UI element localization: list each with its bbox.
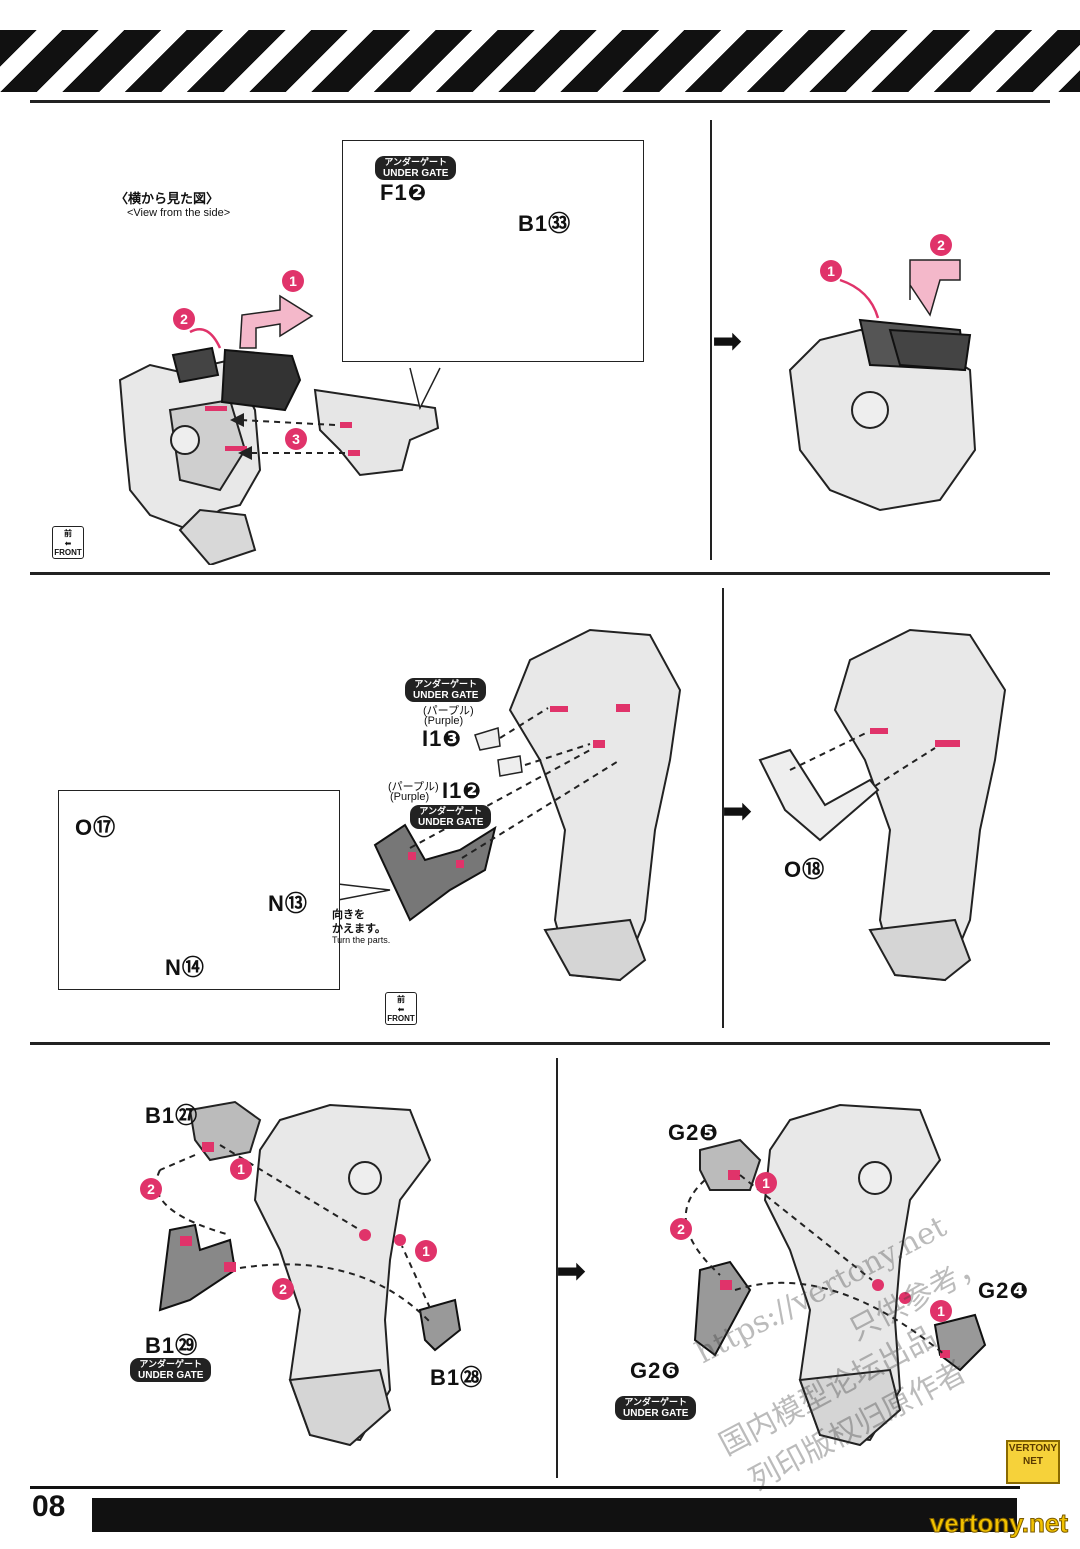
purple-label-en-2: (Purple) (390, 791, 430, 803)
turn-note-jp-1: 向きを (332, 909, 365, 921)
under-gate-jp: アンダーゲート (419, 806, 482, 816)
step-badge-2: 2 (930, 234, 952, 256)
front-indicator: 前⬅FRONT (385, 992, 417, 1025)
page-number: 08 (32, 1490, 66, 1523)
under-gate-en: UNDER GATE (383, 168, 449, 179)
arrow-left-icon: ⬅ (397, 1005, 405, 1014)
step-badge-2: 2 (670, 1218, 692, 1240)
under-gate-en: UNDER GATE (623, 1408, 689, 1419)
part-label-g2-4: G2❹ (978, 1278, 1029, 1303)
under-gate-jp: アンダーゲート (414, 679, 477, 689)
step2-result-illustration (758, 628, 1007, 982)
top-rule (30, 100, 1050, 103)
turn-note-en: Turn the parts. (332, 935, 391, 945)
header-hazard-stripe (0, 30, 1080, 92)
turn-note-jp-2: かえます。 (332, 923, 386, 935)
step4-illustration (684, 1103, 987, 1447)
under-gate-en: UNDER GATE (418, 817, 484, 828)
under-gate-jp: アンダーゲート (384, 157, 447, 167)
side-view-label-en: <View from the side> (127, 207, 231, 219)
vertony-logo: VERTONY NET (1006, 1440, 1060, 1484)
logo-bottom-text: NET (1023, 1456, 1043, 1467)
part-label-n13: N⑬ (268, 891, 308, 916)
front-en: FRONT (387, 1014, 415, 1023)
next-arrow-icon: ➡ (556, 1250, 587, 1291)
part-label-b1-29: B1㉙ (145, 1333, 199, 1358)
part-label-o17: O⑰ (75, 815, 117, 840)
part-label-i1-2: I1❷ (442, 778, 482, 803)
step-badge-3: 3 (285, 428, 307, 450)
front-indicator: 前⬅FRONT (52, 526, 84, 559)
step-badge-1b: 1 (415, 1240, 437, 1262)
step-badge-1: 1 (755, 1172, 777, 1194)
purple-label-jp: (パープル) (423, 705, 474, 717)
part-label-o18: O⑱ (784, 857, 826, 882)
front-jp: 前 (397, 995, 405, 1004)
step-badge-1: 1 (282, 270, 304, 292)
callout-box (58, 790, 340, 990)
part-label-n14: N⑭ (165, 955, 205, 980)
step1-result-illustration (788, 259, 977, 512)
brand-text: vertony.net (929, 1508, 1068, 1539)
arrow-left-icon: ⬅ (64, 539, 72, 548)
front-en: FRONT (54, 548, 82, 557)
step2-result-panel: O⑱ (750, 600, 1050, 1020)
footer-bar (92, 1498, 1017, 1532)
part-label-b1-33: B1㉝ (518, 211, 572, 236)
step3-illustration (155, 1100, 462, 1447)
step-badge-1: 1 (820, 260, 842, 282)
under-gate-jp: アンダーゲート (624, 1397, 687, 1407)
under-gate-en: UNDER GATE (413, 690, 479, 701)
under-gate-jp: アンダーゲート (139, 1359, 202, 1369)
panel-divider-3 (556, 1058, 558, 1478)
next-arrow-icon: ➡ (722, 790, 753, 831)
logo-top-text: VERTONY (1008, 1443, 1058, 1454)
panel-divider-1 (710, 120, 712, 560)
part-label-b1-28: B1㉘ (430, 1365, 484, 1390)
next-arrow-icon: ➡ (712, 320, 743, 361)
purple-label-en: (Purple) (424, 715, 464, 727)
part-label-g2-5: G2❺ (668, 1120, 719, 1145)
step1-result-panel: 1 2 (760, 220, 1050, 520)
section-divider-2 (30, 1042, 1050, 1045)
side-view-label-jp: 〈横から見た図〉 (115, 191, 220, 206)
part-label-i1-3: I1❸ (422, 726, 462, 751)
purple-label-jp-2: (パープル) (388, 781, 439, 793)
footer-rule (30, 1486, 1020, 1489)
part-label-b1-27: B1㉗ (145, 1103, 199, 1128)
part-label-g2-6: G2❻ (630, 1358, 681, 1383)
section-divider-1 (30, 572, 1050, 575)
step-badge-2: 2 (173, 308, 195, 330)
step-badge-1b: 1 (930, 1300, 952, 1322)
step-badge-1: 1 (230, 1158, 252, 1180)
part-label-f1-2: F1❷ (380, 180, 428, 205)
under-gate-en: UNDER GATE (138, 1370, 204, 1381)
step-badge-2: 2 (140, 1178, 162, 1200)
front-jp: 前 (64, 529, 72, 538)
panel-divider-2 (722, 588, 724, 1028)
step-badge-2b: 2 (272, 1278, 294, 1300)
